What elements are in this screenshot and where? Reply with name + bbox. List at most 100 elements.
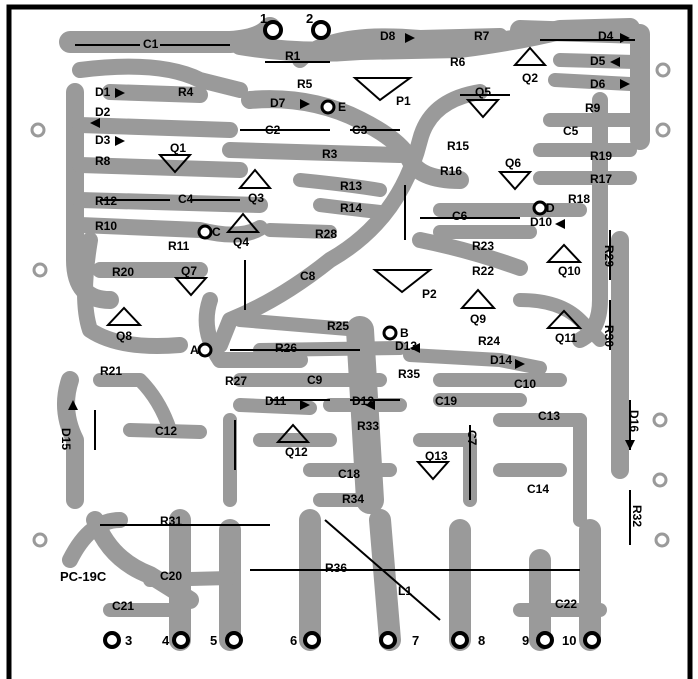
label-r18: R18 bbox=[568, 192, 591, 206]
label-c5: C5 bbox=[563, 124, 579, 138]
label-r24: R24 bbox=[478, 334, 501, 348]
pad-label-10: 10 bbox=[562, 633, 577, 648]
pin-label-e: E bbox=[338, 100, 347, 114]
label-d13: D13 bbox=[395, 339, 418, 353]
board-border bbox=[6, 4, 693, 679]
label-r5: R5 bbox=[297, 77, 313, 91]
label-c19: C19 bbox=[435, 394, 458, 408]
label-q7: Q7 bbox=[181, 264, 198, 278]
label-r29: R29 bbox=[602, 245, 616, 268]
label-r30: R30 bbox=[602, 325, 616, 348]
label-r7: R7 bbox=[474, 29, 490, 43]
label-r33: R33 bbox=[357, 419, 380, 433]
label-p1: P1 bbox=[396, 94, 411, 108]
label-r34: R34 bbox=[342, 492, 365, 506]
label-d5: D5 bbox=[590, 54, 606, 68]
label-d8: D8 bbox=[380, 29, 396, 43]
label-r25: R25 bbox=[327, 319, 350, 333]
label-c22: C22 bbox=[555, 597, 578, 611]
label-d11: D11 bbox=[265, 394, 287, 408]
label-r32: R32 bbox=[630, 505, 644, 528]
label-c4: C4 bbox=[178, 192, 194, 206]
label-r6: R6 bbox=[450, 55, 466, 69]
pad-label-9: 9 bbox=[522, 633, 530, 648]
label-r27: R27 bbox=[225, 374, 248, 388]
label-d14: D14 bbox=[490, 353, 513, 367]
label-q3: Q3 bbox=[248, 191, 265, 205]
label-r20: R20 bbox=[112, 265, 135, 279]
label-r10: R10 bbox=[95, 219, 118, 233]
pad-label-8: 8 bbox=[478, 633, 486, 648]
label-l1: L1 bbox=[398, 584, 413, 598]
label-c14: C14 bbox=[527, 482, 550, 496]
pad-label-1: 1 bbox=[260, 11, 268, 26]
label-q13: Q13 bbox=[425, 449, 448, 463]
label-r22: R22 bbox=[472, 264, 495, 278]
label-c3: C3 bbox=[352, 123, 368, 137]
label-d6: D6 bbox=[590, 77, 606, 91]
label-q5: Q5 bbox=[475, 85, 492, 99]
label-c7: C7 bbox=[465, 430, 479, 446]
pad-label-2: 2 bbox=[306, 11, 314, 26]
pad-label-3: 3 bbox=[125, 633, 133, 648]
pad-label-4: 4 bbox=[162, 633, 170, 648]
label-r8: R8 bbox=[95, 154, 111, 168]
pad-label-7: 7 bbox=[412, 633, 420, 648]
label-q12: Q12 bbox=[285, 445, 308, 459]
label-r9: R9 bbox=[585, 101, 601, 115]
label-r19: R19 bbox=[590, 149, 613, 163]
label-r13: R13 bbox=[340, 179, 363, 193]
pin-label-b: B bbox=[400, 326, 409, 340]
label-c12: C12 bbox=[155, 424, 178, 438]
label-r15: R15 bbox=[447, 139, 470, 153]
label-d16: D16 bbox=[627, 410, 641, 433]
label-d12: D12 bbox=[352, 394, 375, 408]
label-d15: D15 bbox=[59, 428, 73, 451]
label-q11: Q11 bbox=[555, 331, 578, 345]
copper-traces bbox=[57, 17, 650, 651]
label-d2: D2 bbox=[95, 105, 111, 119]
board-code: PC-19C bbox=[60, 569, 107, 584]
label-q6: Q6 bbox=[505, 156, 522, 170]
label-r3: R3 bbox=[322, 147, 338, 161]
label-d4: D4 bbox=[598, 29, 614, 43]
label-c18: C18 bbox=[338, 467, 361, 481]
label-q10: Q10 bbox=[558, 264, 581, 278]
mounting-holes bbox=[30, 62, 671, 548]
pads bbox=[103, 20, 601, 649]
label-r23: R23 bbox=[472, 239, 495, 253]
label-r26: R26 bbox=[275, 341, 298, 355]
label-r16: R16 bbox=[440, 164, 463, 178]
label-c8: C8 bbox=[300, 269, 316, 283]
label-r35: R35 bbox=[398, 367, 421, 381]
label-r14: R14 bbox=[340, 201, 363, 215]
label-c21: C21 bbox=[112, 599, 135, 613]
label-r1: R1 bbox=[285, 49, 301, 63]
label-q1: Q1 bbox=[170, 141, 187, 155]
pin-label-d: D bbox=[546, 201, 555, 215]
pad-label-5: 5 bbox=[210, 633, 218, 648]
label-c13: C13 bbox=[538, 409, 561, 423]
label-q9: Q9 bbox=[470, 312, 487, 326]
label-r28: R28 bbox=[315, 227, 338, 241]
label-r12: R12 bbox=[95, 194, 118, 208]
label-p2: P2 bbox=[422, 287, 437, 301]
label-c10: C10 bbox=[514, 377, 537, 391]
label-d10: D10 bbox=[530, 215, 553, 229]
label-q8: Q8 bbox=[116, 329, 133, 343]
label-r21: R21 bbox=[100, 364, 123, 378]
label-c9: C9 bbox=[307, 373, 323, 387]
pad-label-6: 6 bbox=[290, 633, 298, 648]
label-r4: R4 bbox=[178, 85, 194, 99]
label-d7: D7 bbox=[270, 96, 286, 110]
label-r31: R31 bbox=[160, 514, 183, 528]
label-c20: C20 bbox=[160, 569, 183, 583]
label-c2: C2 bbox=[265, 123, 281, 137]
pin-label-c: C bbox=[212, 225, 221, 239]
label-c6: C6 bbox=[452, 209, 468, 223]
component-leads bbox=[75, 39, 635, 621]
label-r11: R11 bbox=[168, 239, 190, 253]
label-d3: D3 bbox=[95, 133, 111, 147]
label-d1: D1 bbox=[95, 85, 111, 99]
